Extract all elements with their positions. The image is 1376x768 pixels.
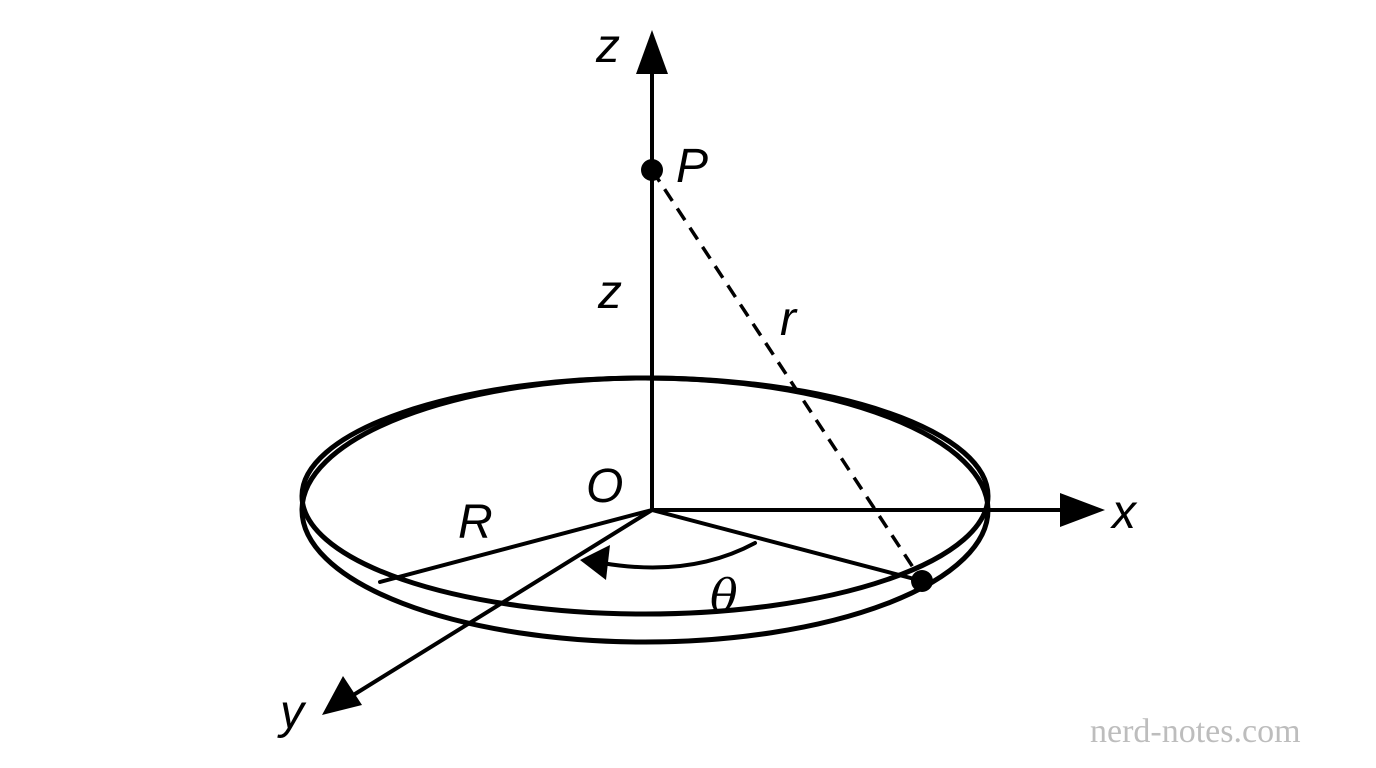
x-axis-arrowhead <box>1060 493 1105 527</box>
ring-element-dot <box>911 570 933 592</box>
ring-inner-edge <box>299 375 991 617</box>
watermark-text: nerd-notes.com <box>1090 713 1301 750</box>
distance-r-dashed-line <box>650 169 924 582</box>
height-z-label: z <box>597 266 622 319</box>
radius-line <box>378 508 654 584</box>
angle-theta-arc <box>600 541 757 570</box>
radius-label: R <box>458 496 493 549</box>
y-axis-arrowhead <box>322 676 362 715</box>
point-p-dot <box>641 159 663 181</box>
distance-r-label: r <box>780 293 798 346</box>
y-axis-line <box>353 508 654 696</box>
x-axis-label: x <box>1110 486 1138 539</box>
origin-label: O <box>586 460 623 513</box>
point-p-label: P <box>676 140 708 193</box>
source-radius-line <box>650 508 924 583</box>
angle-theta-arrowhead <box>580 545 610 580</box>
angle-theta-label: θ <box>710 569 738 623</box>
z-axis-arrowhead <box>636 30 668 74</box>
z-axis-label: z <box>595 20 620 73</box>
y-axis-label: y <box>277 686 307 739</box>
